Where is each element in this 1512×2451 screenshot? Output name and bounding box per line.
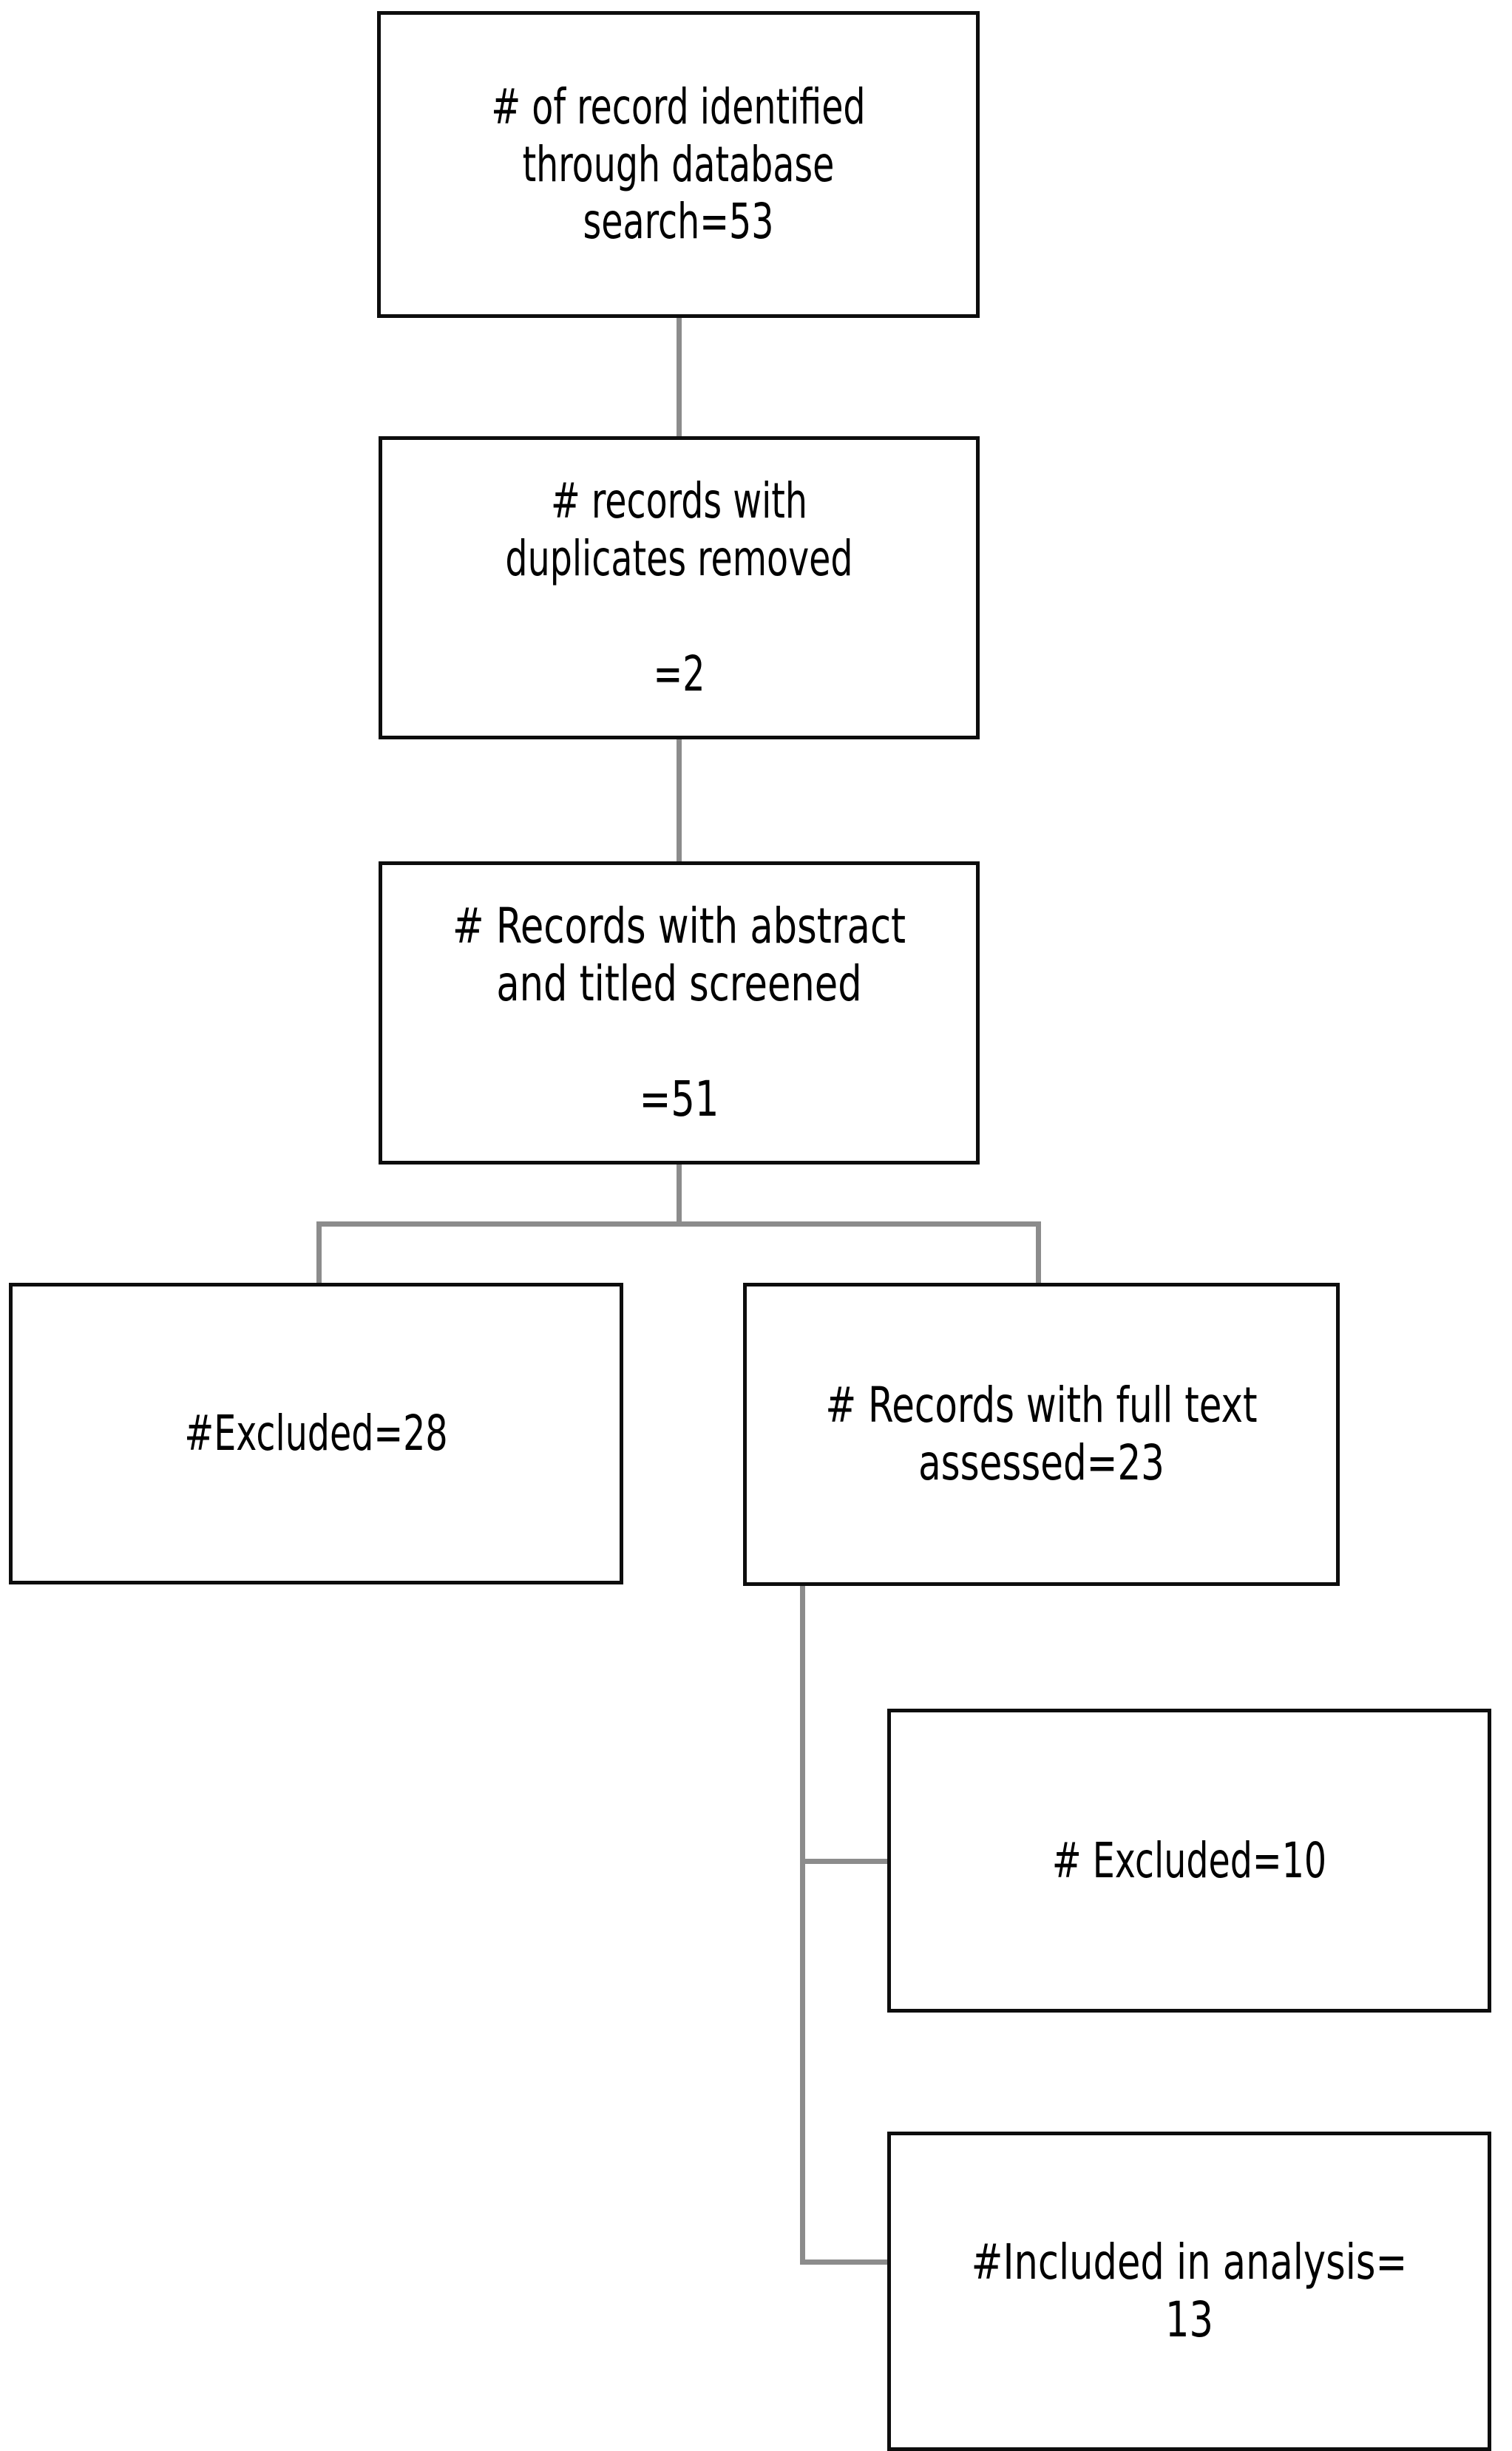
connector-screened-to-split [677, 1165, 682, 1227]
node-included-in-analysis: #Included in analysis= 13 [887, 2132, 1491, 2451]
connector-identified-to-duplicates [677, 318, 682, 436]
connector-spine-to-excluded-10 [800, 1859, 889, 1864]
connector-spine-to-included [800, 2260, 889, 2265]
node-excluded-fulltext: # Excluded=10 [887, 1709, 1491, 2013]
node-included-in-analysis-label: #Included in analysis= 13 [971, 2234, 1408, 2348]
node-excluded-screening: #Excluded=28 [9, 1283, 623, 1584]
node-abstract-title-screened: # Records with abstract and titled scree… [379, 861, 980, 1165]
node-records-identified: # of record identified through database … [377, 11, 980, 318]
connector-split-to-fulltext [1036, 1221, 1041, 1286]
node-excluded-screening-label: #Excluded=28 [184, 1405, 448, 1462]
connector-fulltext-spine [800, 1586, 805, 2265]
connector-duplicates-to-screened [677, 739, 682, 861]
node-records-identified-label: # of record identified through database … [491, 78, 866, 251]
node-duplicates-removed-label: # records with duplicates removed =2 [505, 472, 853, 702]
node-abstract-title-screened-label: # Records with abstract and titled scree… [452, 898, 906, 1128]
node-fulltext-assessed: # Records with full text assessed=23 [743, 1283, 1340, 1586]
node-fulltext-assessed-label: # Records with full text assessed=23 [825, 1377, 1258, 1491]
connector-split-bus [316, 1221, 1041, 1227]
connector-split-to-excluded-28 [316, 1221, 322, 1286]
node-excluded-fulltext-label: # Excluded=10 [1051, 1831, 1327, 1889]
node-duplicates-removed: # records with duplicates removed =2 [379, 436, 980, 739]
